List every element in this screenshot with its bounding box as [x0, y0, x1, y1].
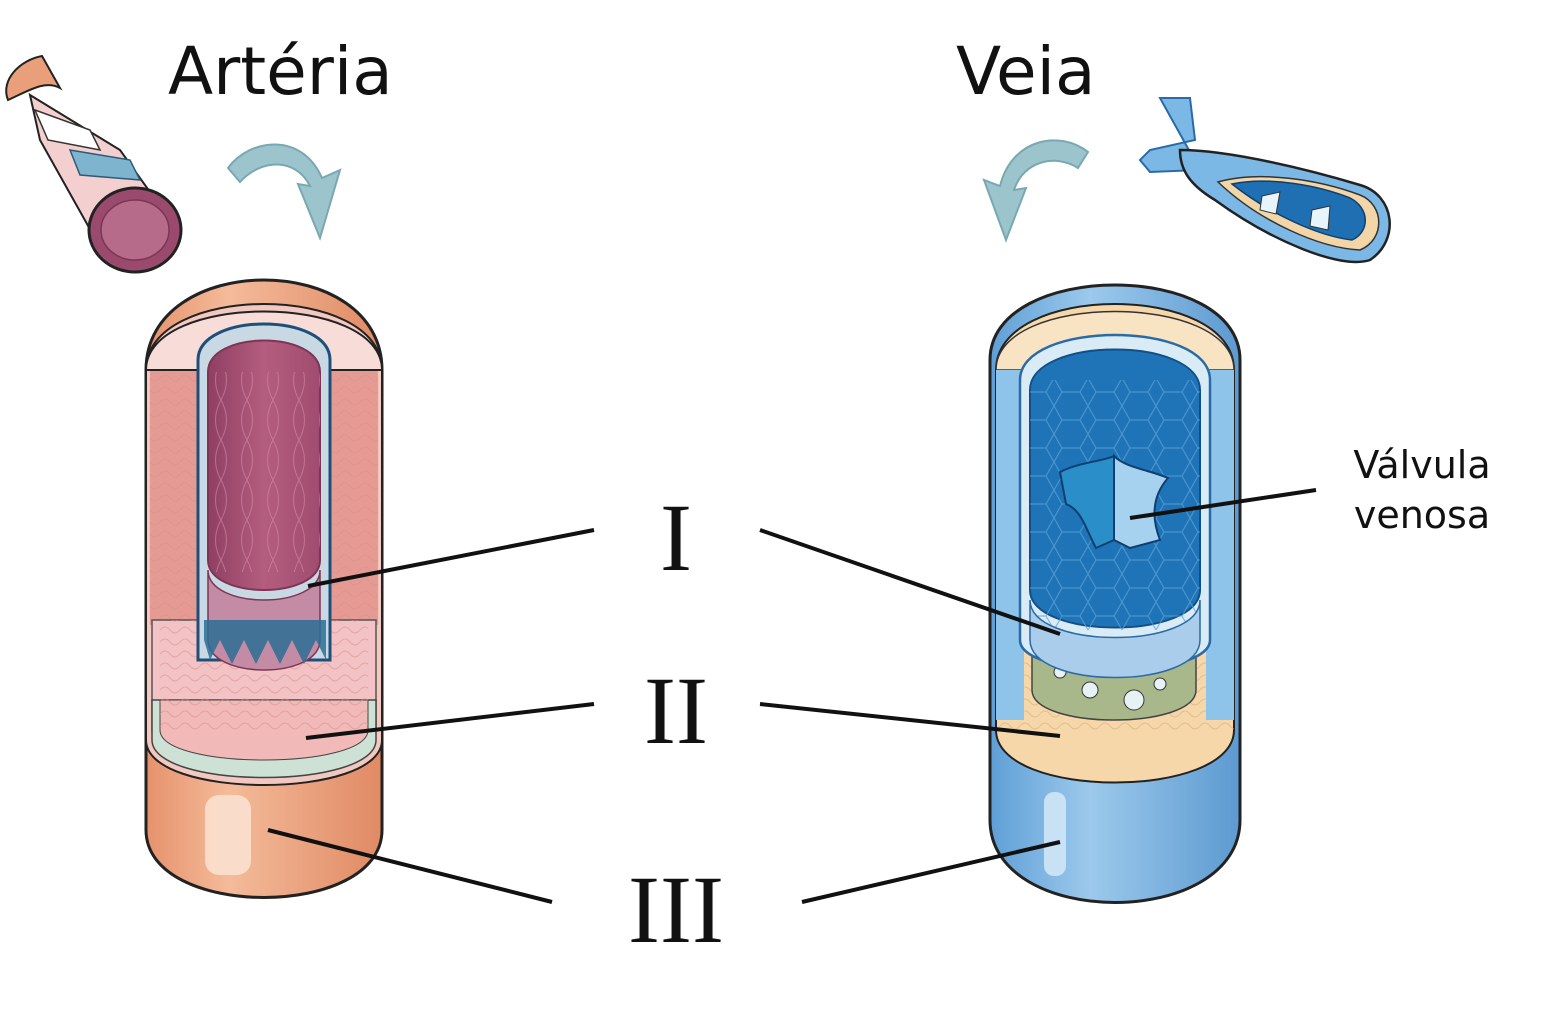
- valve-label-line1: Válvula: [1353, 443, 1490, 487]
- artery-title: Artéria: [168, 33, 393, 110]
- leader-line-valve: [1129, 488, 1317, 520]
- vein-small-illustration: [1138, 97, 1391, 264]
- valve-label-line2: venosa: [1354, 493, 1490, 537]
- leader-line-III-artery: [267, 828, 553, 904]
- leader-line-II-artery: [305, 702, 595, 740]
- vein-cross-section: [988, 283, 1242, 904]
- artery-small-illustration: [5, 54, 183, 274]
- curved-arrow-down-left-icon: [982, 139, 1090, 243]
- vein-title: Veia: [956, 33, 1095, 110]
- leader-line-I-artery: [307, 528, 595, 588]
- layer-label-II: II: [644, 657, 708, 764]
- curved-arrow-down-right-icon: [226, 143, 342, 242]
- layer-label-III: III: [628, 856, 724, 963]
- leader-line-I-vein: [759, 528, 1061, 636]
- artery-cross-section: [144, 278, 384, 899]
- layer-label-I: I: [660, 484, 692, 591]
- leader-line-II-vein: [759, 702, 1061, 738]
- leader-line-III-vein: [801, 840, 1061, 904]
